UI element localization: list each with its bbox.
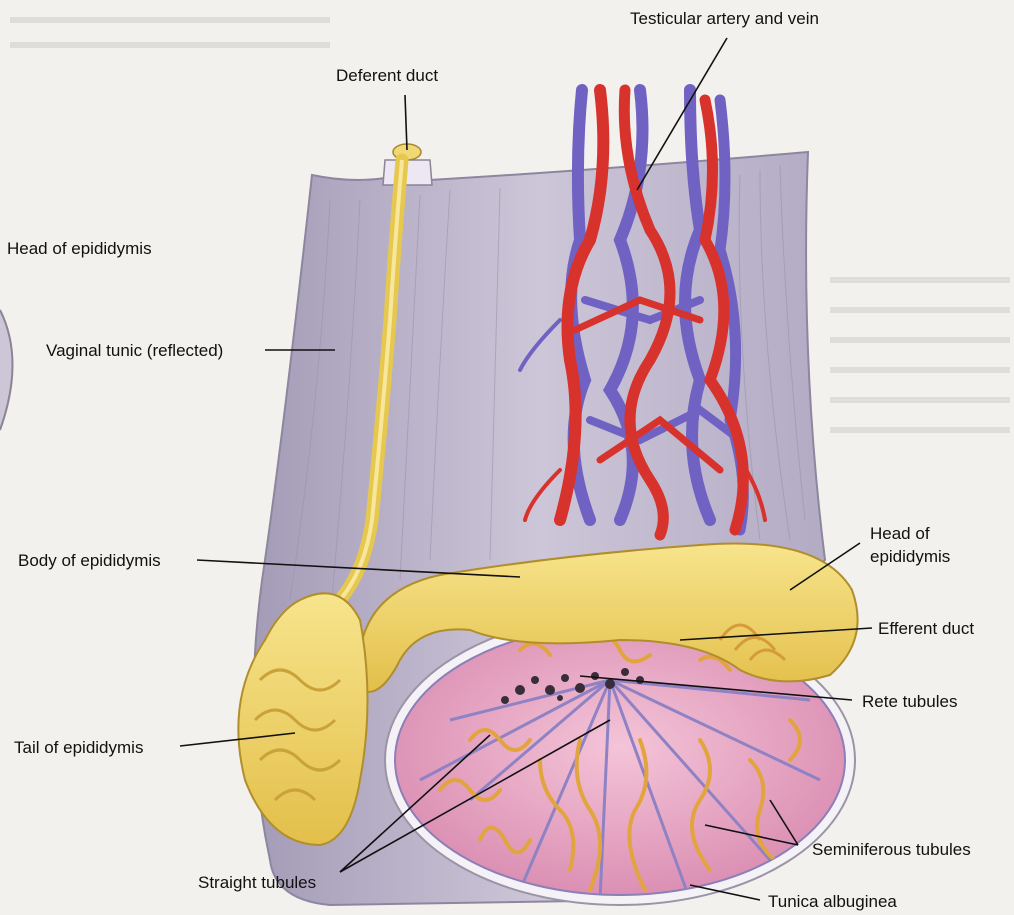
label-rete-tubules: Rete tubules <box>862 691 957 712</box>
label-head-of-epididymis-left: Head of epididymis <box>7 238 152 259</box>
label-head-of-epididymis-right-line1: Head of <box>870 523 930 544</box>
label-efferent-duct: Efferent duct <box>878 618 974 639</box>
label-vaginal-tunic: Vaginal tunic (reflected) <box>46 340 223 361</box>
previous-figure-edge <box>0 310 13 430</box>
label-straight-tubules: Straight tubules <box>198 872 316 893</box>
label-head-of-epididymis-right-line2: epididymis <box>870 546 950 567</box>
label-testicular-artery-vein: Testicular artery and vein <box>630 8 819 29</box>
label-tunica-albuginea: Tunica albuginea <box>768 891 897 912</box>
label-body-of-epididymis: Body of epididymis <box>18 550 161 571</box>
label-tail-of-epididymis: Tail of epididymis <box>14 737 143 758</box>
label-seminiferous-tubules: Seminiferous tubules <box>812 839 971 860</box>
label-deferent-duct: Deferent duct <box>336 65 438 86</box>
